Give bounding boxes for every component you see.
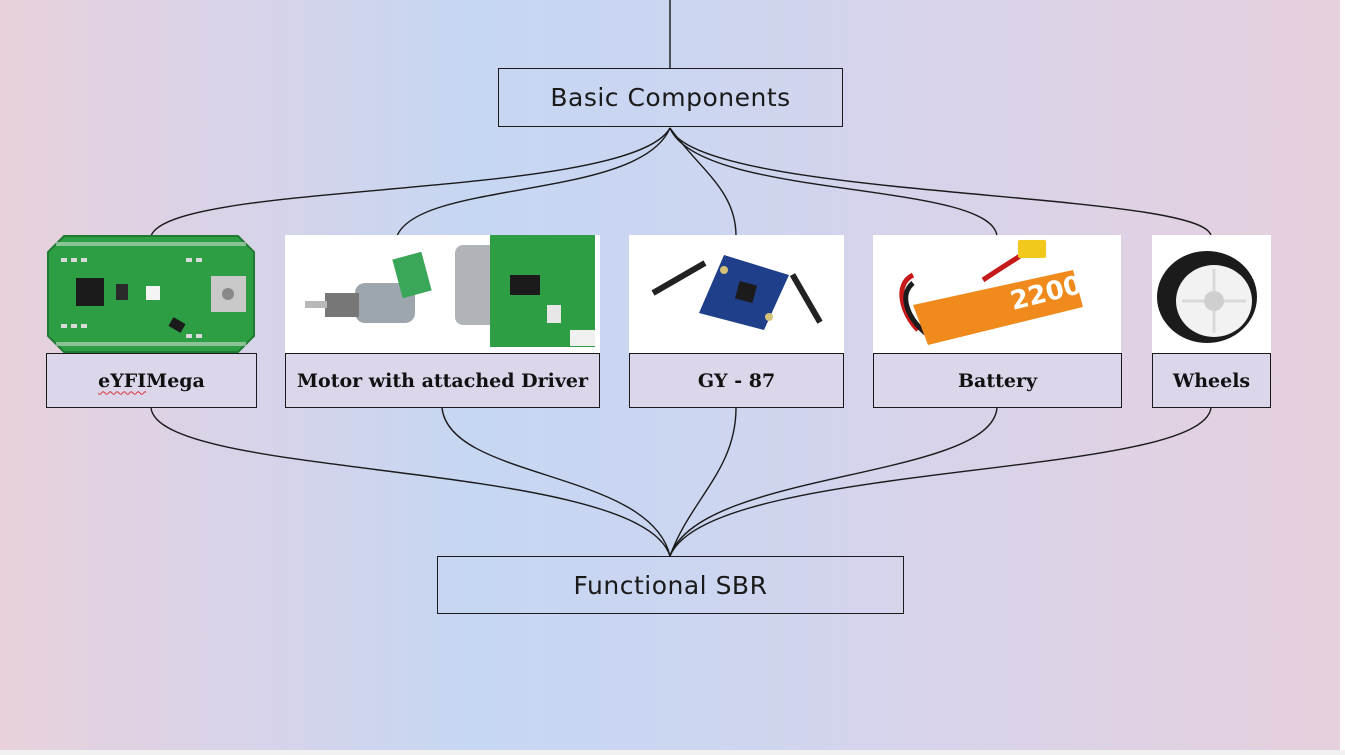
connector-motor-to-bottom (441, 407, 671, 557)
slide-edge-bottom (0, 750, 1345, 755)
connector-top-to-eyfi (150, 127, 671, 237)
slide-edge-right (1340, 0, 1345, 755)
connector-battery-to-bottom (669, 407, 998, 557)
eyfi-mega-image (46, 234, 256, 354)
connector-eyfi-to-bottom (150, 407, 671, 557)
component-label-wheels: Wheels (1152, 353, 1271, 408)
mega-word: Mega (146, 369, 205, 392)
connector-wheels-to-bottom (669, 407, 1212, 557)
functional-sbr-label: Functional SBR (573, 570, 768, 600)
wheel-image (1152, 235, 1271, 353)
eyfi-word: eYFI (98, 369, 147, 392)
connector-gy87-to-bottom (669, 407, 737, 557)
battery-label-text: Battery (957, 369, 1038, 392)
component-label-eyfi-mega: eYFI Mega (46, 353, 257, 408)
basic-components-node: Basic Components (498, 68, 843, 127)
gy87-image (629, 235, 844, 353)
component-label-motor: Motor with attached Driver (285, 353, 600, 408)
motor-with-driver-image (285, 235, 600, 353)
functional-sbr-node: Functional SBR (437, 556, 904, 614)
gy87-label-text: GY - 87 (697, 369, 776, 392)
connector-top-to-gy87 (669, 127, 737, 237)
basic-components-label: Basic Components (550, 83, 791, 112)
wheels-label-text: Wheels (1172, 369, 1251, 392)
connector-top-to-battery (669, 127, 998, 237)
motor-label-text: Motor with attached Driver (297, 369, 588, 392)
connector-top-to-wheels (669, 127, 1212, 237)
component-label-battery: Battery (873, 353, 1122, 408)
connector-top-to-motor (396, 127, 671, 237)
battery-image: 2200 (873, 235, 1121, 353)
component-label-gy87: GY - 87 (629, 353, 844, 408)
